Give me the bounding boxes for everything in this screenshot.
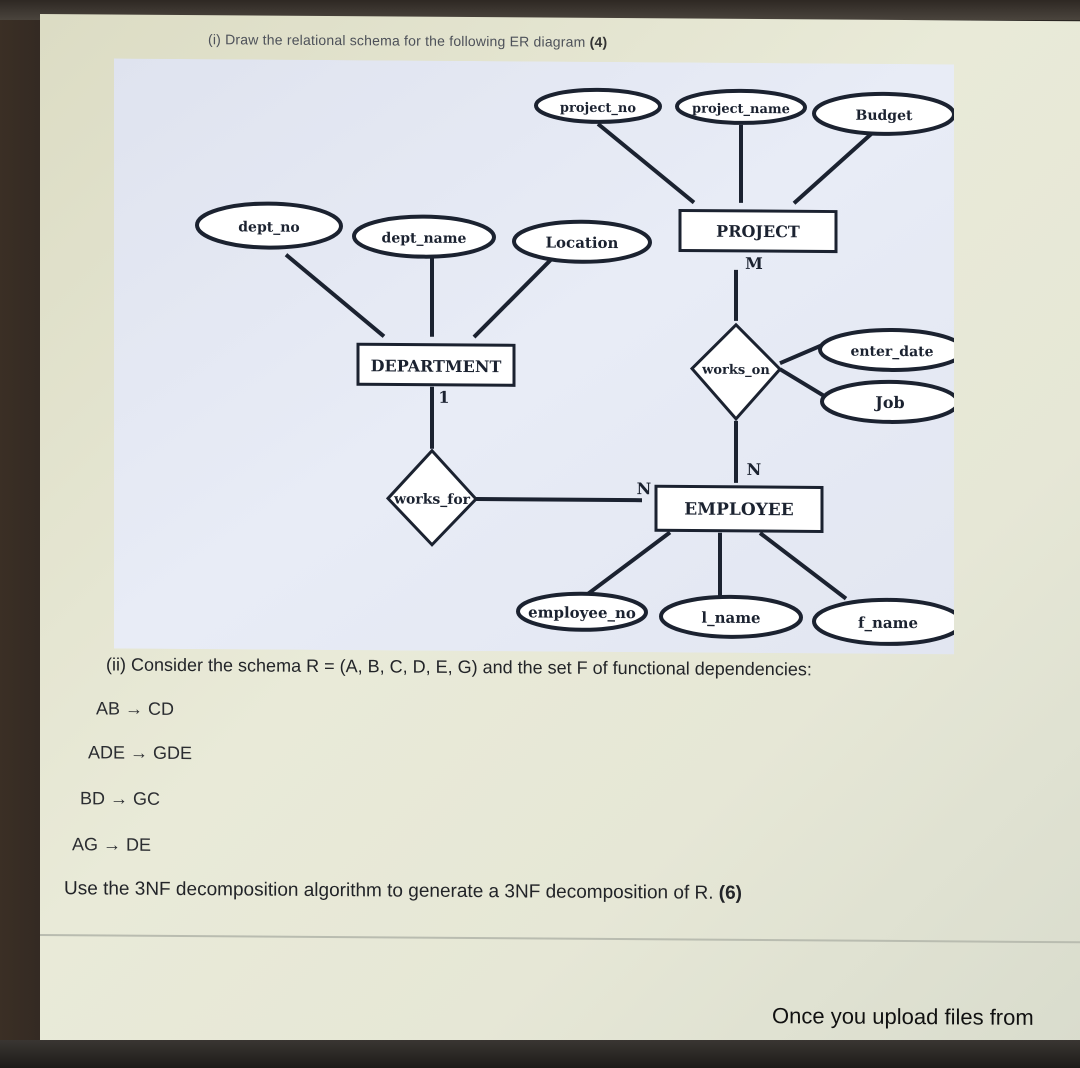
attr-dept-no-oval [195,201,343,250]
monitor-bezel-bottom [0,1040,1080,1068]
attr-employee-no-oval [516,591,648,632]
entity-employee-label: EMPLOYEE [684,499,793,520]
panel-divider [40,934,1080,944]
entity-project-box [678,208,838,254]
er-diagram: project_no project_name Budget dept_no d… [114,58,954,655]
connector-lines [284,122,880,601]
attr-employee-no-label: employee_no [528,603,636,622]
entity-department-box [356,342,516,387]
attr-f-name-oval [812,597,954,646]
question-panel: (i) Draw the relational schema for the f… [40,14,1080,951]
upload-note: Once you upload files from [772,1003,1034,1030]
question-1-marks: (4) [589,33,608,50]
attr-f-name-label: f_name [858,614,918,632]
cardinality-department-works-for: 1 [438,388,449,407]
cardinality-project-works-on: M [745,254,763,273]
cardinality-employee-works-on: N [747,460,762,479]
entity-department-label: DEPARTMENT [371,356,502,376]
attr-location-label: Location [546,234,619,253]
attr-location-oval [512,219,652,264]
relationship-works-for-label: works_for [393,491,471,508]
attr-l-name-label: l_name [701,609,760,627]
attr-budget-oval [812,91,954,136]
attr-dept-name-label: dept_name [382,230,467,247]
attr-job-label: Job [873,393,904,412]
cardinality-employee-works-for: N [637,479,652,498]
question-1-heading: (i) Draw the relational schema for the f… [208,31,607,50]
question-2-instruction: Use the 3NF decomposition algorithm to g… [64,878,742,905]
relationship-works-on-diamond [689,322,783,422]
attr-project-name-label: project_name [692,102,790,118]
attr-project-no-oval [534,87,662,124]
attr-enter-date-oval [818,327,954,372]
entity-employee-box [654,484,824,533]
attr-dept-no-label: dept_no [238,219,299,235]
functional-dependency: AG → DE [72,834,152,855]
attr-l-name-oval [659,594,803,639]
attr-enter-date-label: enter_date [850,344,933,361]
attr-budget-label: Budget [856,108,913,124]
functional-dependency: AB → CD [96,698,175,719]
attr-dept-name-oval [352,214,496,259]
relationship-works-on-label: works_on [701,363,770,378]
screen: (i) Draw the relational schema for the f… [40,14,1080,1052]
functional-dependency: BD → GC [80,788,161,809]
functional-dependency: ADE → GDE [88,742,193,764]
question-2-intro: (ii) Consider the schema R = (A, B, C, D… [106,654,812,680]
relationship-works-for-diamond [385,448,479,547]
entity-project-label: PROJECT [716,222,800,242]
attr-job-oval [820,379,954,424]
question-2-marks: (6) [718,882,743,904]
attr-project-no-label: project_no [560,101,636,117]
attr-project-name-oval [675,88,807,125]
question-2-instruction-text: Use the 3NF decomposition algorithm to g… [64,878,714,904]
question-1-label: (i) Draw the relational schema for the f… [208,31,586,50]
